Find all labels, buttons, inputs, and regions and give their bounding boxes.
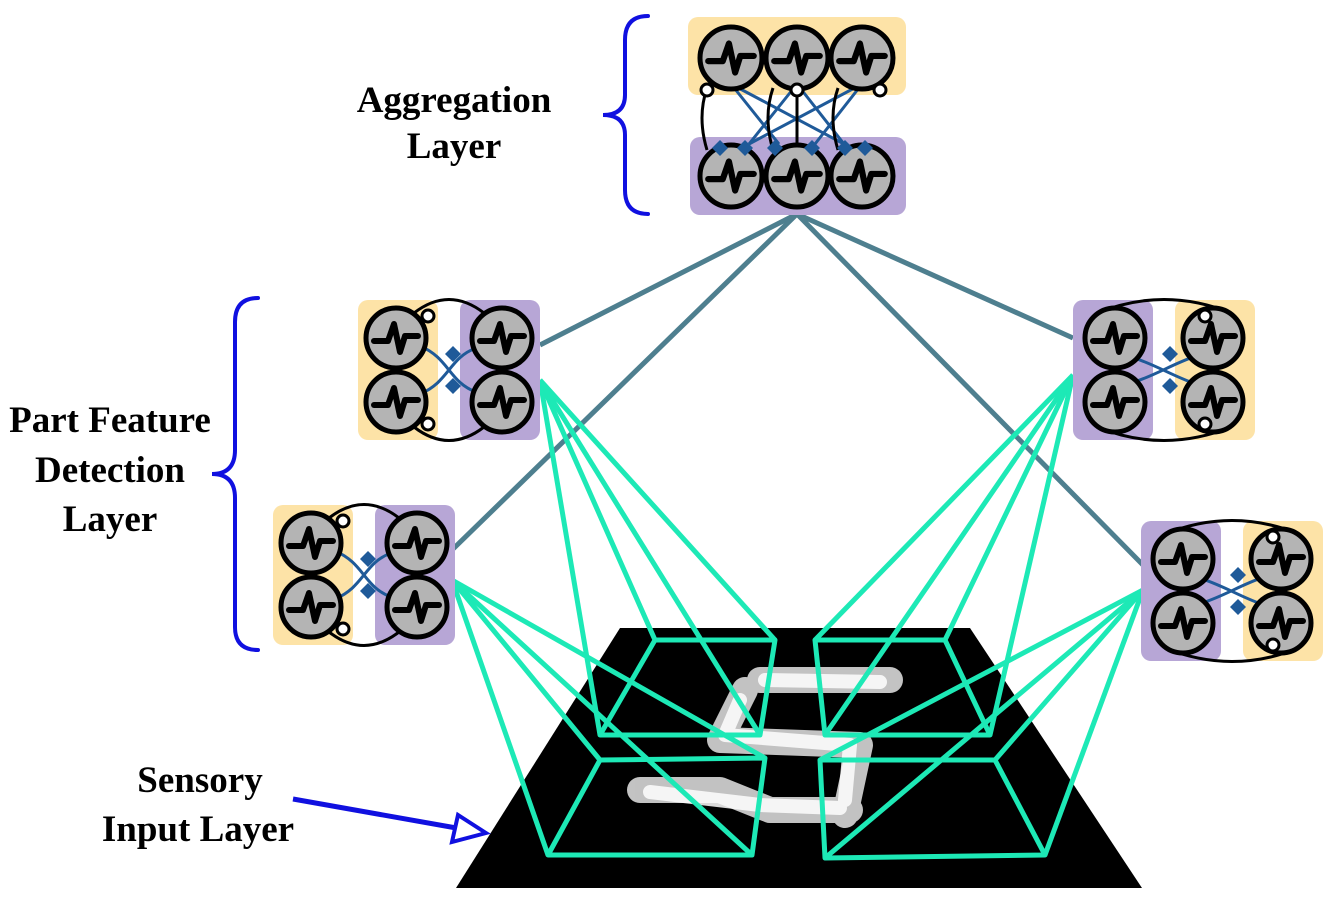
- excitatory-synapse-icon: [712, 140, 728, 156]
- aggregation-group: [688, 17, 906, 215]
- inhibitory-synapse-icon: [872, 82, 888, 98]
- spiking-neuron-icon: [363, 369, 429, 435]
- excitatory-synapse-icon: [445, 346, 461, 362]
- excitatory-synapse-icon: [360, 551, 376, 567]
- inhibitory-synapse-icon: [699, 82, 715, 98]
- sensory-label-line2: Input Layer: [102, 809, 294, 850]
- recurrent-link: [413, 298, 485, 315]
- lateral-link: [334, 551, 392, 601]
- lateral-link: [747, 83, 799, 145]
- spiking-neuron-icon: [697, 142, 765, 210]
- spiking-neuron-icon: [469, 305, 535, 371]
- part-label-line3: Layer: [63, 499, 158, 540]
- spiking-neuron-icon: [363, 305, 429, 371]
- spiking-neuron-icon: [828, 24, 896, 92]
- part-group-left-bottom: [273, 503, 455, 647]
- sensory-label-line1: Sensory: [137, 760, 263, 801]
- excitatory-synapse-icon: [445, 378, 461, 394]
- excitatory-synapse-icon: [804, 140, 820, 156]
- inhibitory-synapse-icon: [1265, 637, 1281, 653]
- spiking-neuron-icon: [1150, 526, 1216, 592]
- excitatory-synapse-icon: [837, 140, 853, 156]
- lateral-link: [795, 83, 846, 145]
- inhibitory-synapse-icon: [420, 308, 436, 324]
- part-group-right-bottom: [1141, 519, 1323, 663]
- lateral-link: [730, 82, 845, 146]
- inhibitory-synapse-icon: [1265, 529, 1281, 545]
- spiking-neuron-icon: [1082, 305, 1148, 371]
- excitatory-synapse-icon: [737, 140, 753, 156]
- aggregation-label-line1: Aggregation: [357, 80, 552, 121]
- projection-lines: [450, 211, 1145, 567]
- recurrent-link: [831, 87, 840, 151]
- spiking-neuron-icon: [278, 510, 344, 576]
- inhibitory-synapse-icon: [335, 621, 351, 637]
- part-group-left-top: [358, 298, 540, 442]
- part-brace-icon: [211, 296, 260, 652]
- spiking-neuron-icon: [828, 142, 896, 210]
- neuron-groups: [273, 17, 1323, 663]
- lateral-link: [813, 83, 864, 145]
- receptive-field-lines: [449, 373, 1146, 861]
- inhibitory-synapse-icon: [789, 82, 805, 98]
- recurrent-link: [328, 503, 400, 520]
- excitatory-synapse-icon: [767, 140, 783, 156]
- recurrent-link: [413, 425, 485, 442]
- part-group-right-top: [1073, 298, 1255, 442]
- excitatory-synapse-icon: [1230, 567, 1246, 583]
- aggregation-label-line2: Layer: [407, 126, 502, 167]
- part-label-line2: Detection: [35, 450, 185, 491]
- spiking-neuron-icon: [469, 369, 535, 435]
- inhibitory-synapse-icon: [420, 416, 436, 432]
- excitatory-synapse-icon: [857, 140, 873, 156]
- inhibitory-synapse-icon: [1197, 308, 1213, 324]
- inhibitory-synapse-icon: [335, 513, 351, 529]
- spiking-neuron-icon: [278, 574, 344, 640]
- spiking-neuron-icon: [1150, 590, 1216, 656]
- spiking-neuron-icon: [1180, 305, 1246, 371]
- aggregation-brace-icon: [602, 14, 650, 216]
- spiking-neuron-icon: [1180, 369, 1246, 435]
- hollow-arrow-icon: [292, 796, 491, 845]
- spiking-neuron-icon: [1248, 590, 1314, 656]
- spiking-neuron-icon: [384, 574, 450, 640]
- excitatory-synapse-icon: [1230, 599, 1246, 615]
- recurrent-link: [328, 630, 400, 647]
- inhibitory-synapse-icon: [1197, 416, 1213, 432]
- spiking-neuron-icon: [384, 510, 450, 576]
- lateral-link: [419, 346, 477, 396]
- spiking-neuron-icon: [1082, 369, 1148, 435]
- spiking-neuron-icon: [763, 142, 831, 210]
- excitatory-synapse-icon: [360, 583, 376, 599]
- spiking-neuron-icon: [1248, 526, 1314, 592]
- excitatory-synapse-icon: [1162, 346, 1178, 362]
- part-label-line1: Part Feature: [9, 400, 211, 441]
- spiking-neuron-icon: [697, 24, 765, 92]
- spiking-neuron-icon: [763, 24, 831, 92]
- excitatory-synapse-icon: [1162, 378, 1178, 394]
